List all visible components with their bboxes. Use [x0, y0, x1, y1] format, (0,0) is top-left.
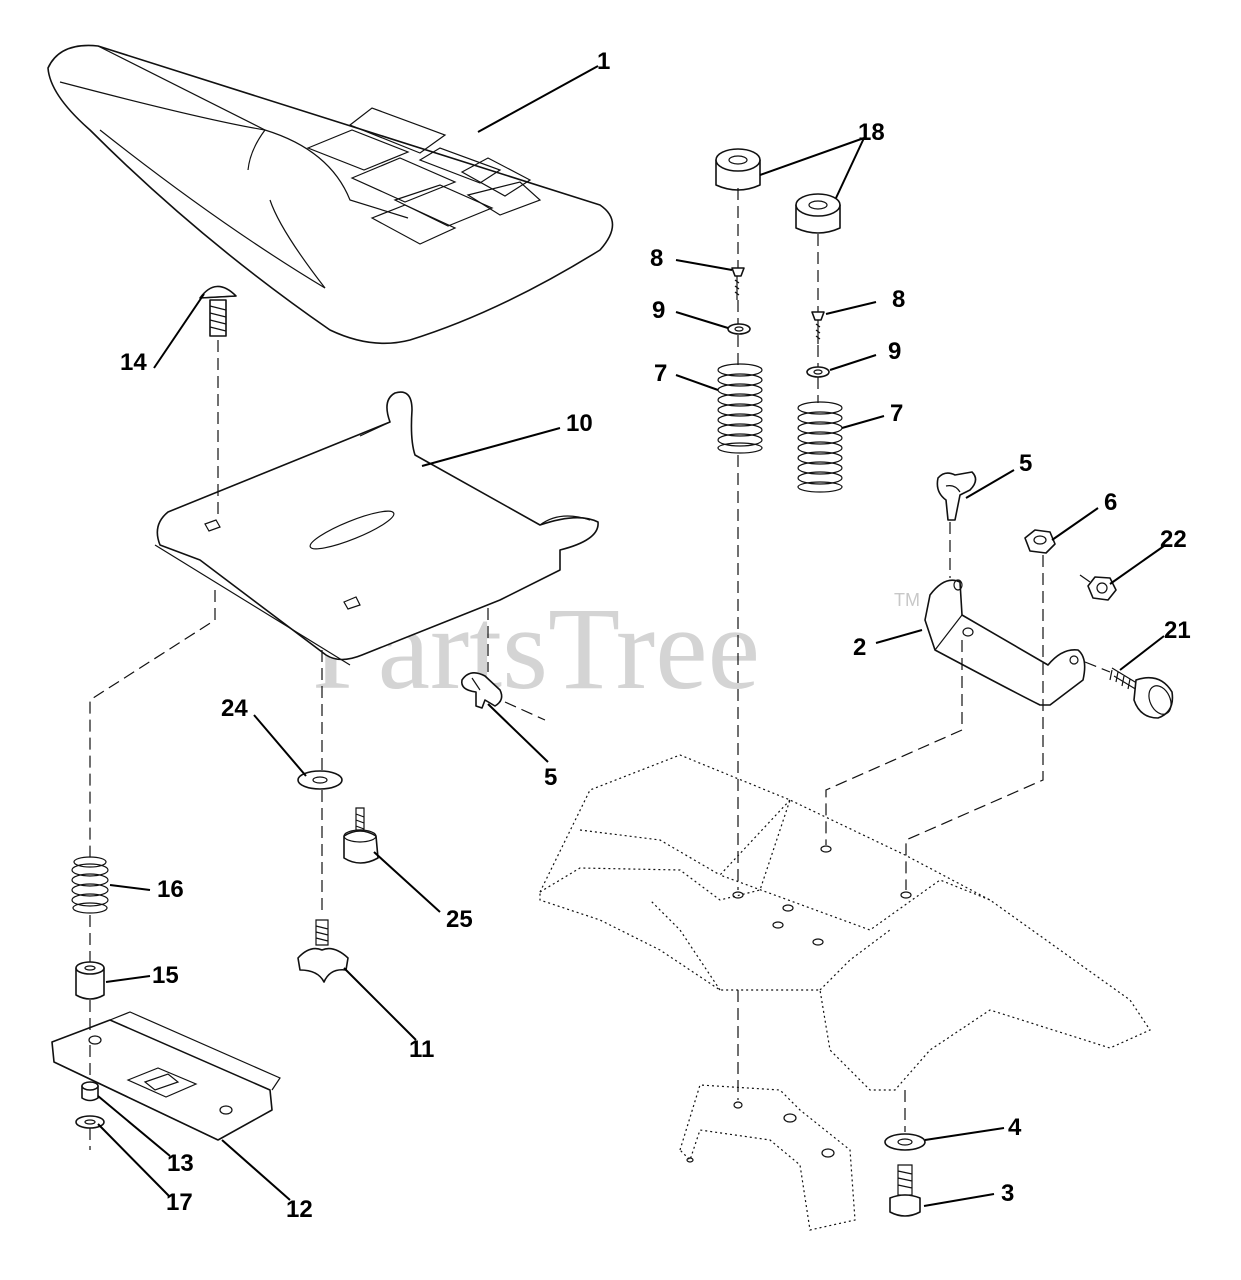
part-screws[interactable] [731, 267, 825, 344]
callout-7: 7 [890, 400, 903, 427]
part-carriage-bolt[interactable] [199, 285, 237, 337]
part-slide-plate[interactable] [51, 1011, 281, 1141]
part-spring-16[interactable] [71, 856, 109, 914]
assembly-lines [89, 188, 1111, 1150]
callout-15: 15 [152, 962, 179, 989]
seat-embossed-panels [306, 107, 542, 245]
callout-9: 9 [888, 338, 901, 365]
part-washer-17[interactable] [75, 1115, 105, 1129]
callout-7: 7 [654, 360, 667, 387]
callout-24: 24 [221, 695, 248, 722]
part-shoulder-bolt[interactable] [343, 807, 379, 864]
callout-6: 6 [1104, 489, 1117, 516]
callout-4: 4 [1008, 1114, 1022, 1141]
callout-21: 21 [1164, 617, 1191, 644]
callout-9: 9 [652, 297, 665, 324]
part-springs[interactable] [717, 363, 843, 493]
callout-10: 10 [566, 410, 593, 437]
callout-1: 1 [597, 48, 610, 75]
part-seat[interactable] [47, 44, 614, 345]
callout-8: 8 [650, 245, 663, 272]
callout-5: 5 [544, 764, 557, 791]
callout-12: 12 [286, 1196, 313, 1223]
callout-13: 13 [167, 1150, 194, 1177]
part-knob[interactable] [1109, 667, 1175, 719]
callout-17: 17 [166, 1189, 193, 1216]
lower-frame-bracket [679, 1084, 856, 1231]
callout-11: 11 [409, 1036, 434, 1063]
part-bushing[interactable] [75, 961, 105, 1000]
callout-16: 16 [157, 876, 184, 903]
part-adjust-knob[interactable] [297, 919, 349, 983]
fender-frame [539, 754, 1151, 1091]
callout-3: 3 [1001, 1180, 1014, 1207]
part-spacer-13[interactable] [81, 1081, 99, 1102]
part-seat-pan[interactable] [154, 391, 599, 666]
part-spacers[interactable] [715, 148, 841, 234]
callout-22: 22 [1160, 526, 1187, 553]
part-nut[interactable] [1024, 529, 1056, 554]
part-bracket[interactable] [924, 579, 1086, 706]
part-bolt-3[interactable] [889, 1164, 921, 1217]
callout-8: 8 [892, 286, 905, 313]
callout-2: 2 [853, 634, 866, 661]
callout-14: 14 [120, 349, 147, 376]
leader-lines [97, 65, 1165, 1207]
watermark-trademark: TM [894, 590, 920, 610]
callout-5: 5 [1019, 450, 1032, 477]
part-washer-24[interactable] [297, 770, 343, 790]
part-clips[interactable] [460, 471, 977, 709]
callout-18: 18 [858, 119, 885, 146]
callouts: 1 18 8 8 9 9 7 7 14 10 5 5 6 22 2 21 24 … [120, 48, 1191, 1223]
part-lock-nut[interactable] [1087, 576, 1117, 601]
callout-25: 25 [446, 906, 473, 933]
part-washer-4[interactable] [884, 1133, 926, 1151]
part-washers[interactable] [727, 323, 830, 378]
